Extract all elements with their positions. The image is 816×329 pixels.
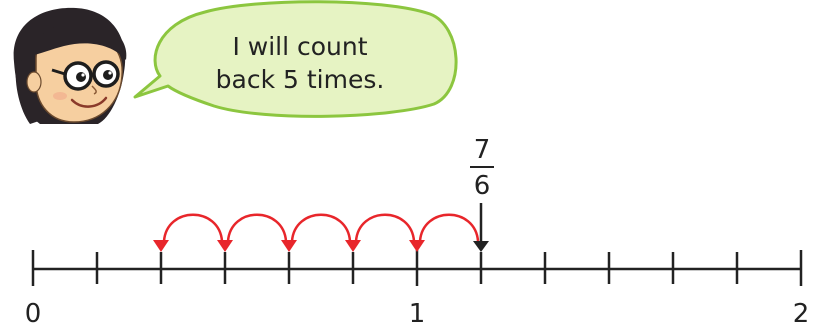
girl-with-glasses-icon — [14, 8, 127, 124]
speech-bubble-line-2: back 5 times. — [216, 65, 385, 94]
start-point-fraction: 7 6 — [470, 135, 494, 201]
jump-arc-3 — [292, 215, 350, 241]
label-1: 1 — [409, 299, 426, 329]
jump-arrowhead-3 — [281, 240, 297, 252]
jump-arrowhead-1 — [409, 240, 425, 252]
label-2: 2 — [793, 299, 810, 329]
number-line: 0 1 2 7 6 — [25, 135, 810, 329]
jump-arrowhead-5 — [153, 240, 169, 252]
label-0: 0 — [25, 299, 42, 329]
speech-bubble: I will count back 5 times. — [135, 2, 456, 117]
jump-arc-5 — [164, 215, 222, 241]
start-arrow-head — [473, 241, 489, 252]
jump-arc-1 — [420, 215, 478, 241]
jump-arc-2 — [356, 215, 414, 241]
jump-arrows — [153, 215, 478, 252]
jump-arrowhead-4 — [217, 240, 233, 252]
speech-bubble-line-1: I will count — [232, 32, 367, 61]
start-point-marker — [473, 203, 489, 252]
fraction-numerator: 7 — [474, 135, 491, 165]
fraction-denominator: 6 — [474, 171, 491, 201]
jump-arrowhead-2 — [345, 240, 361, 252]
jump-arc-4 — [228, 215, 286, 241]
